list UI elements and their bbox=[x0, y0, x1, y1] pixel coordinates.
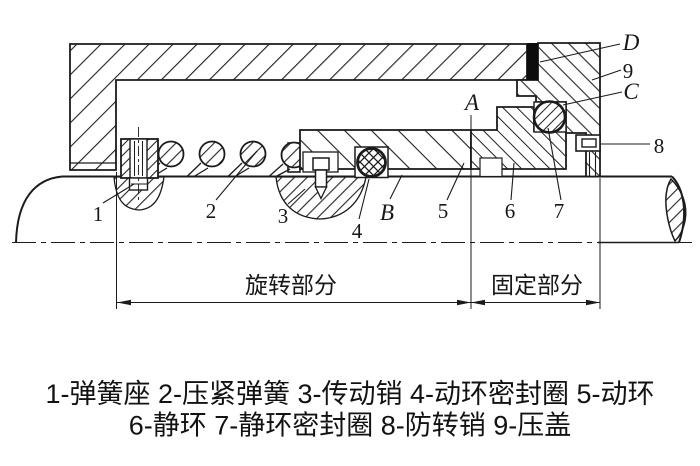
shaft-break-section bbox=[665, 177, 687, 243]
static-ring-o-ring bbox=[532, 100, 567, 134]
dimension-lines bbox=[116, 115, 601, 309]
pin-body bbox=[314, 169, 328, 188]
ref-letter-A: A bbox=[463, 90, 480, 115]
anti-rotation-pin bbox=[575, 134, 601, 152]
dimension-arrows bbox=[117, 299, 600, 306]
drive-pin bbox=[302, 151, 339, 201]
pin-head bbox=[312, 157, 330, 171]
reference-letters: A B C D bbox=[380, 30, 640, 225]
spring-seat bbox=[120, 127, 159, 200]
ref-letter-B: B bbox=[380, 200, 394, 225]
part-marker-6: 6 bbox=[505, 199, 516, 223]
spring-coil-sections bbox=[157, 140, 308, 169]
part-marker-9: 9 bbox=[623, 59, 634, 83]
part-marker-8: 8 bbox=[654, 134, 665, 158]
part-marker-7: 7 bbox=[554, 199, 565, 223]
shaft-left-end bbox=[15, 175, 63, 244]
leader-lines bbox=[102, 43, 650, 220]
part-marker-3: 3 bbox=[278, 204, 289, 228]
caption-line-2: 6-静环 7-静环密封圈 8-防转销 9-压盖 bbox=[129, 411, 572, 441]
ref-letter-C: C bbox=[623, 79, 639, 104]
figure-caption: 1-弹簧座 2-压紧弹簧 3-传动销 4-动环密封圈 5-动环 6-静环 7-静… bbox=[45, 379, 654, 441]
static-ring-bore-relief bbox=[479, 157, 503, 178]
pin-tip bbox=[314, 186, 328, 201]
rotating-ring-o-ring bbox=[354, 146, 389, 179]
caption-line-1: 1-弹簧座 2-压紧弹簧 3-传动销 4-动环密封圈 5-动环 bbox=[45, 379, 654, 409]
part-marker-1: 1 bbox=[93, 202, 104, 226]
part-marker-2: 2 bbox=[206, 199, 217, 223]
fixed-zone-label: 固定部分 bbox=[491, 273, 583, 298]
ref-letter-D: D bbox=[622, 30, 640, 55]
part-number-labels: 1 2 3 4 5 6 7 8 9 bbox=[93, 59, 665, 243]
gland-gasket bbox=[527, 43, 538, 80]
rotating-zone-label: 旋转部分 bbox=[245, 273, 337, 298]
compression-spring bbox=[145, 140, 308, 178]
part-marker-5: 5 bbox=[438, 199, 449, 223]
part-marker-4: 4 bbox=[352, 219, 363, 243]
